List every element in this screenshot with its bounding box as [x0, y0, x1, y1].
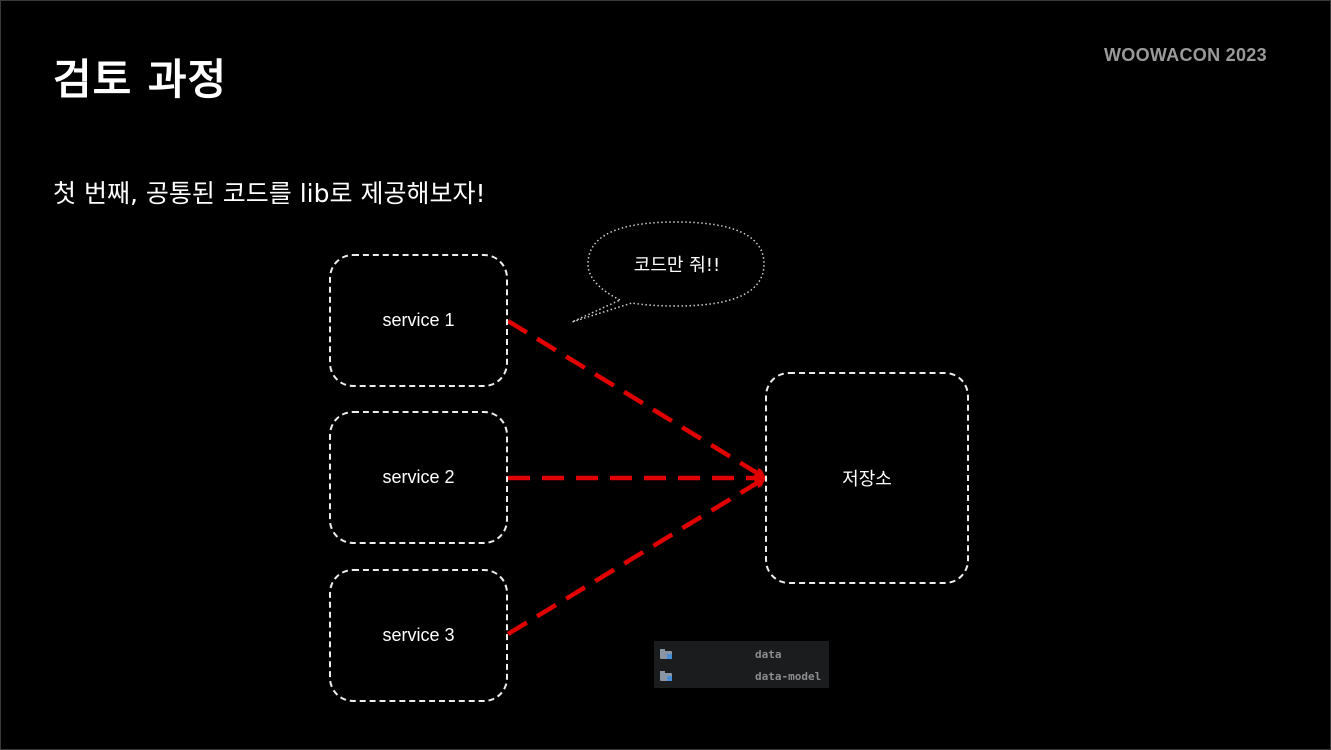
service-3-node: service 3 — [329, 569, 508, 702]
file-tree-item-data-model[interactable]: data-model — [654, 665, 829, 687]
file-tree-item-data[interactable]: data — [654, 643, 829, 665]
folder-icon — [660, 649, 672, 659]
service-2-node: service 2 — [329, 411, 508, 544]
arrow-service1-to-storage — [506, 319, 762, 476]
service-2-label: service 2 — [382, 467, 455, 487]
arrow-service3-to-storage — [506, 480, 762, 636]
service-3-label: service 3 — [382, 625, 455, 645]
storage-label: 저장소 — [842, 469, 892, 489]
file-tree-item-label: data — [755, 647, 782, 661]
speech-bubble-text: 코드만 줘!! — [633, 255, 721, 276]
file-tree-panel: data data-model — [654, 641, 829, 688]
folder-icon — [660, 671, 672, 681]
brand-logo: WOOWACON 2023 — [1104, 45, 1267, 65]
slide-title: 검토 과정 — [53, 55, 228, 104]
slide-subtitle: 첫 번째, 공통된 코드를 lib로 제공해보자! — [53, 179, 486, 208]
service-1-node: service 1 — [329, 254, 508, 387]
file-tree-item-label: data-model — [755, 669, 822, 683]
storage-node: 저장소 — [765, 372, 969, 584]
service-1-label: service 1 — [382, 310, 455, 330]
